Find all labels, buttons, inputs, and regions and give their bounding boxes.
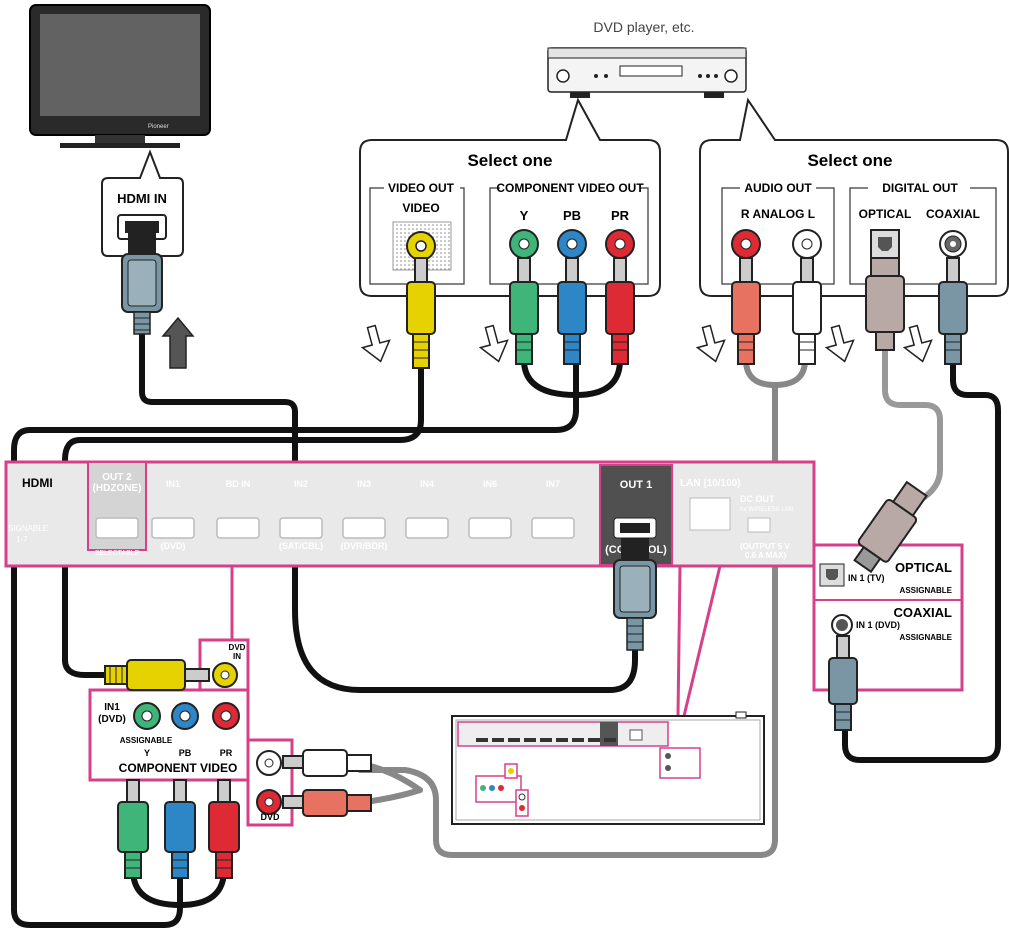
direction-arrows	[161, 316, 933, 369]
rca-plugs-top	[406, 257, 968, 369]
output2-label: 0.6 A MAX)	[745, 551, 787, 560]
dvd-in2-label: IN	[233, 652, 241, 661]
receiver-analog-panel: DVD IN IN1 (DVD) ASSIGNABLE Y PB PR COMP…	[88, 638, 294, 827]
audio-out-group: AUDIO OUT	[744, 181, 812, 195]
video-label: VIDEO	[402, 201, 439, 215]
in7-label: IN7	[546, 479, 560, 489]
component-y-label: Y	[520, 208, 529, 223]
signable-range: 1-7	[16, 535, 28, 544]
receiver-hdmi-panel: HDMI SIGNABLE 1-7 OUT 2 (HDZONE) SELECTA…	[4, 460, 816, 568]
component-plugs-receiver	[117, 779, 240, 879]
bdin-label: BD IN	[226, 479, 251, 489]
comp-pb: PB	[179, 748, 192, 758]
dc-sub-label: for WIRELESS LAN	[740, 507, 793, 513]
in6-label: IN6	[483, 479, 497, 489]
analog-label: R ANALOG L	[741, 207, 815, 221]
rca-plug-ribs-top	[413, 341, 961, 359]
dvd-player-label: DVD player, etc.	[593, 19, 694, 35]
video-select-title: Select one	[467, 151, 552, 170]
in3-sub-label: (DVR/BDR)	[341, 541, 388, 551]
hdmi-plug-receiver	[613, 538, 657, 651]
hdmi-label: HDMI	[22, 476, 53, 490]
dc-out-label: DC OUT	[740, 494, 775, 504]
digital-out-group: DIGITAL OUT	[882, 181, 958, 195]
lan-label: LAN (10/100)	[680, 478, 741, 489]
rx-coaxial-label: COAXIAL	[894, 605, 953, 620]
signable-label: SIGNABLE	[8, 524, 48, 533]
in3-label: IN3	[357, 479, 371, 489]
out2-label: OUT 2	[102, 472, 132, 483]
optical-plug-receiver	[853, 480, 928, 574]
output-label: (OUTPUT 5 V	[740, 542, 790, 551]
in2-label: IN2	[294, 479, 308, 489]
coaxial-plug-receiver	[828, 635, 858, 731]
comp-in1-label: IN1	[104, 702, 120, 713]
rx-optical-label: OPTICAL	[895, 560, 952, 575]
rx-optical-assign: ASSIGNABLE	[900, 586, 953, 595]
rx-coaxial-in: IN 1 (DVD)	[856, 620, 900, 630]
tv-brand: Pioneer	[148, 124, 169, 130]
component-group: COMPONENT VIDEO OUT	[496, 181, 644, 195]
in1-label: IN1	[166, 479, 180, 489]
tv-hdmi-in-label: HDMI IN	[117, 191, 167, 206]
in4-label: IN4	[420, 479, 434, 489]
out1-label: OUT 1	[620, 479, 652, 491]
selectable-label: SELECTABLE	[95, 550, 140, 557]
comp-pr: PR	[220, 748, 233, 758]
rx-optical-in: IN 1 (TV)	[848, 573, 885, 583]
comp-y: Y	[144, 748, 150, 758]
comp-label: COMPONENT VIDEO	[119, 761, 238, 775]
audio-select-bubble: Select one AUDIO OUT R ANALOG L DIGITAL …	[699, 97, 1009, 297]
audio-plugs-receiver	[282, 749, 372, 817]
dvd-in-label: DVD	[229, 643, 246, 652]
receiver-digital-panel: OPTICAL IN 1 (TV) ASSIGNABLE COAXIAL IN …	[812, 543, 964, 692]
comp-assignable: ASSIGNABLE	[120, 736, 173, 745]
yellow-plug-receiver	[104, 659, 210, 691]
tv-hdmi-in-bubble: HDMI IN	[101, 149, 184, 257]
in1-sub-label: (DVD)	[161, 541, 186, 551]
audio-select-title: Select one	[807, 151, 892, 170]
component-pr-label: PR	[611, 208, 630, 223]
dvd-audio-label: DVD	[260, 812, 280, 822]
hdmi-plug-tv	[121, 232, 163, 335]
dvd-player: DVD player, etc.	[547, 19, 747, 98]
receiver-rear-thumbnail	[451, 711, 765, 825]
comp-in1-sub: (DVD)	[98, 714, 126, 725]
coaxial-label: COAXIAL	[926, 207, 980, 221]
hdzone-label: (HDZONE)	[93, 483, 142, 494]
rx-coaxial-assign: ASSIGNABLE	[900, 633, 953, 642]
video-out-group: VIDEO OUT	[388, 181, 455, 195]
optical-label: OPTICAL	[859, 207, 912, 221]
component-pb-label: PB	[563, 208, 581, 223]
in2-sub-label: (SAT/CBL)	[279, 541, 323, 551]
tv-monitor: Pioneer	[29, 4, 211, 148]
